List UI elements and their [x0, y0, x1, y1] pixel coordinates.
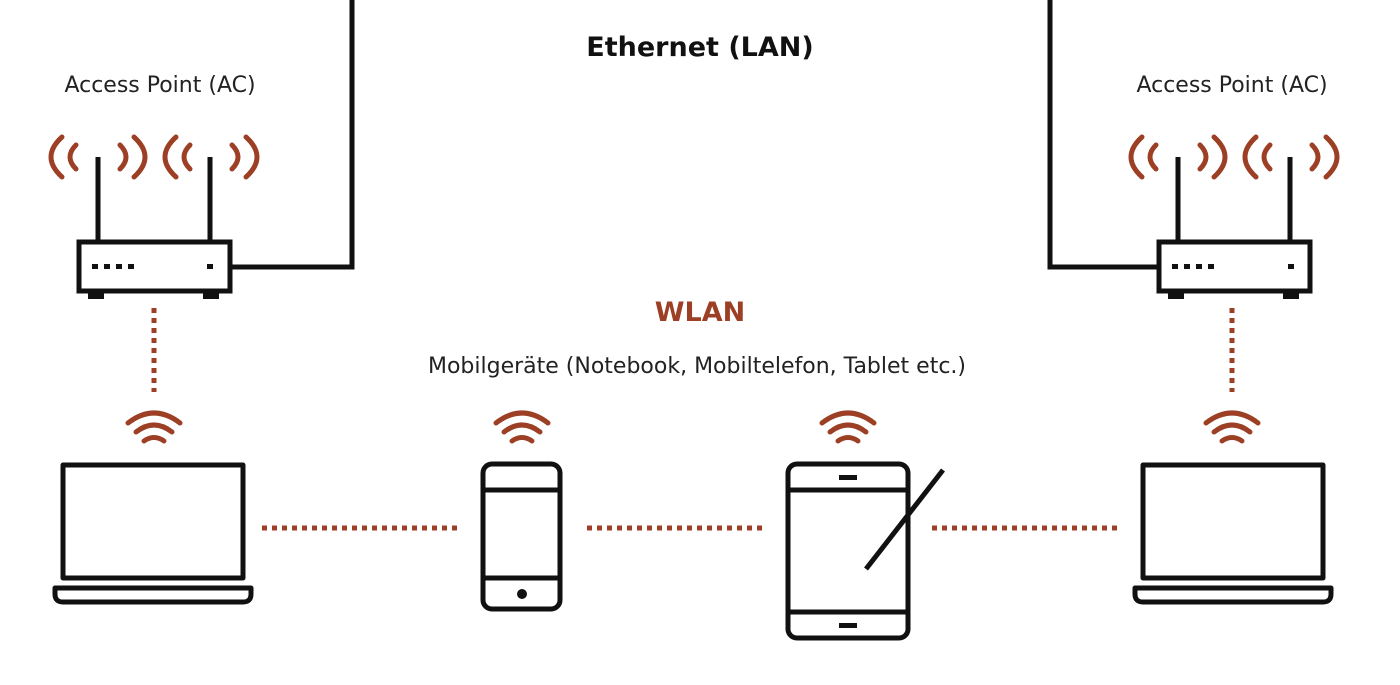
smartphone-icon — [480, 461, 563, 612]
ethernet-cable-left — [232, 0, 355, 270]
laptop-icon — [52, 462, 254, 605]
wifi-icon — [125, 410, 183, 444]
radio-waves-icon — [48, 134, 260, 180]
wifi-icon — [819, 410, 877, 444]
ethernet-label: Ethernet (LAN) — [586, 32, 813, 63]
radio-waves-icon — [1128, 134, 1340, 180]
router-icon — [1156, 157, 1313, 299]
ethernet-cable-right — [1047, 0, 1158, 270]
router-icon — [76, 157, 233, 299]
wifi-icon — [1203, 410, 1261, 444]
tablet-icon — [785, 461, 945, 641]
wlan-label: WLAN — [655, 297, 745, 328]
laptop-icon — [1132, 462, 1334, 605]
access-point-right-label: Access Point (AC) — [1136, 73, 1327, 98]
mobile-devices-label: Mobilgeräte (Notebook, Mobiltelefon, Tab… — [428, 354, 966, 379]
access-point-left-label: Access Point (AC) — [64, 73, 255, 98]
wifi-icon — [493, 410, 551, 444]
